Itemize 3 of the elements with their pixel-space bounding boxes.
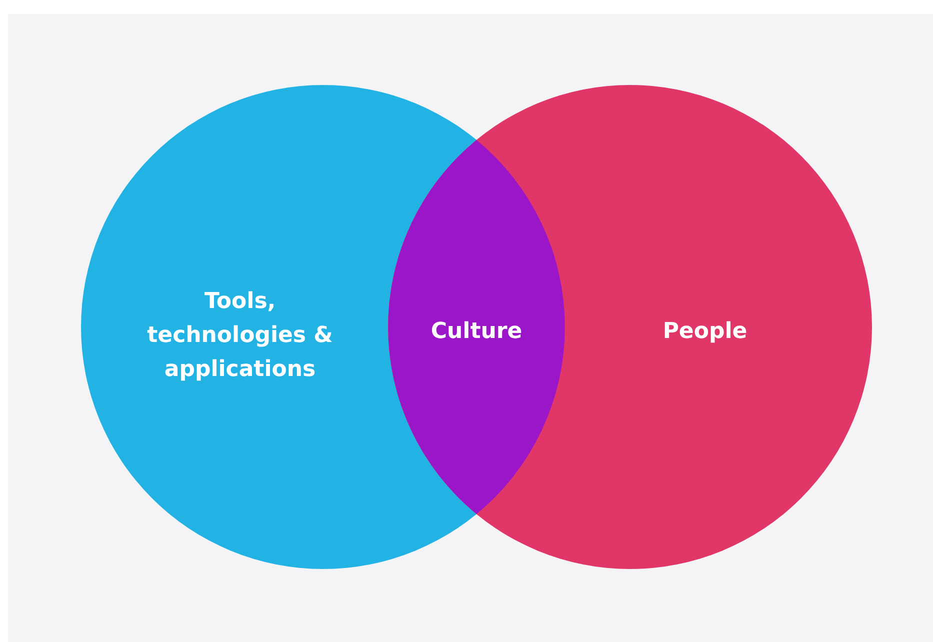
circle-label: People [662, 318, 748, 346]
circle-label: Tools, technologies & applications [146, 288, 334, 384]
circle-label: Culture [430, 318, 524, 346]
